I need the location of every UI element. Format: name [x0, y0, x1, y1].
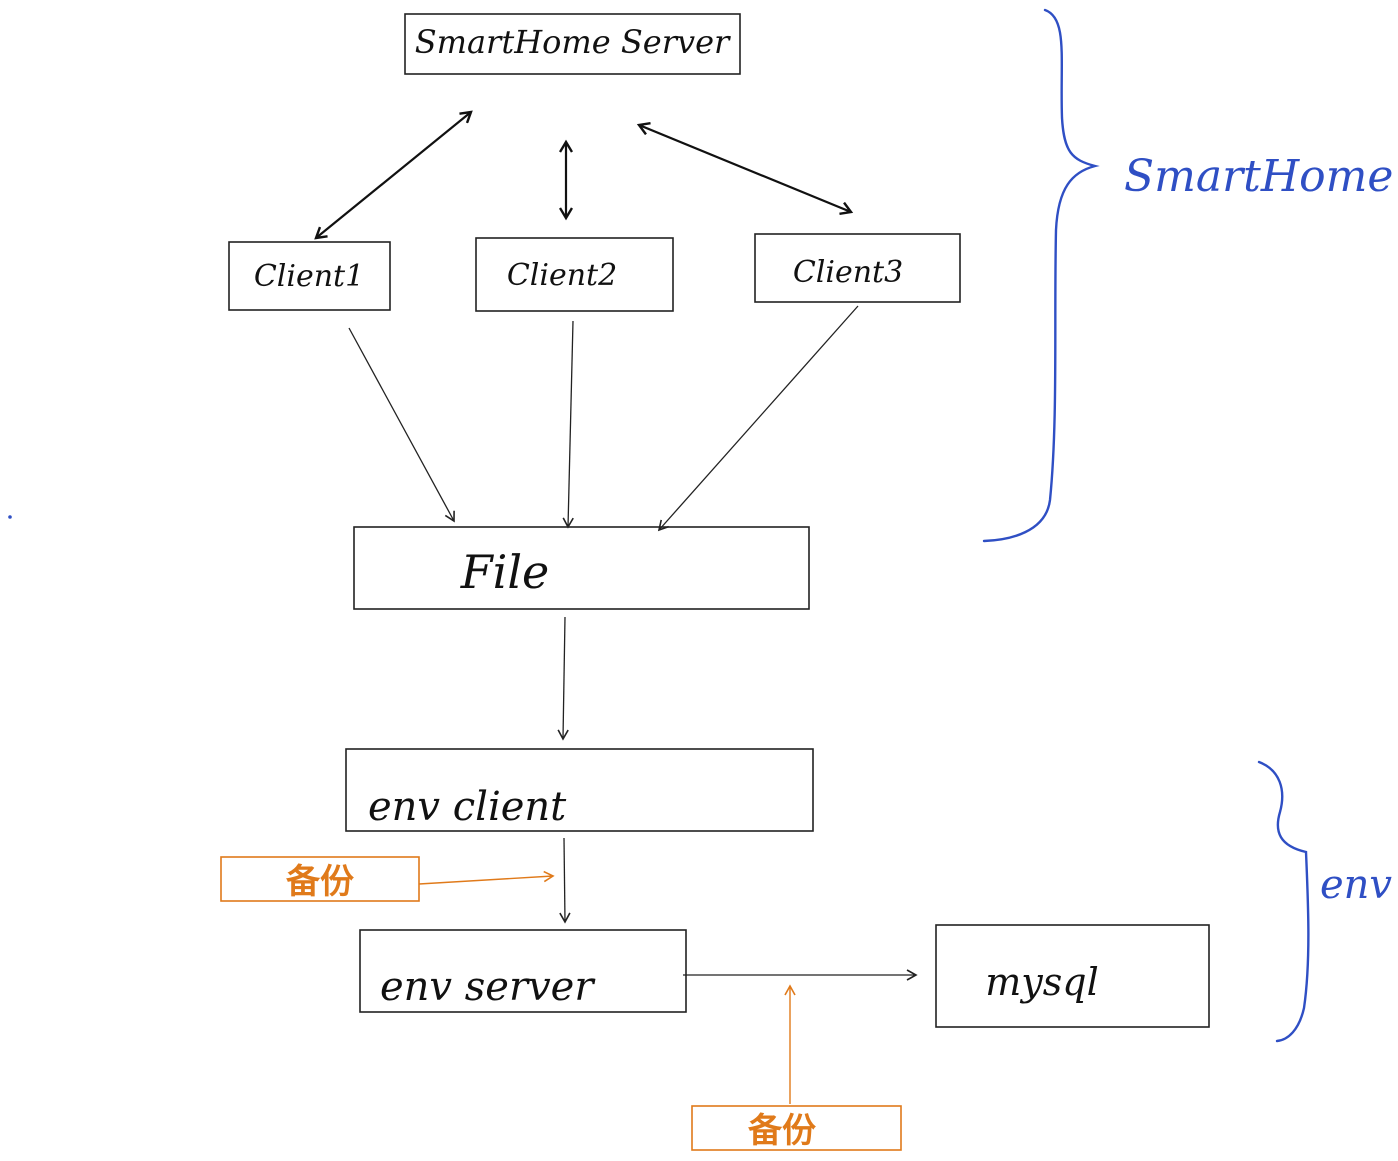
node-client1: Client1	[228, 241, 391, 311]
stray-ink-dot	[8, 515, 12, 519]
note-box	[220, 856, 420, 902]
edge-backup-1	[418, 870, 555, 885]
node-label: env client	[368, 784, 567, 830]
node-client3: Client3	[754, 233, 961, 303]
node-box	[935, 924, 1210, 1028]
edge-client2-file	[562, 320, 574, 529]
node-smarthome-server: SmartHome Server	[404, 13, 741, 75]
node-box	[404, 13, 741, 75]
edge-client3-file	[657, 305, 859, 532]
edge-server-client1	[316, 112, 471, 238]
note-label: 备份	[748, 1111, 816, 1151]
node-box	[345, 748, 814, 832]
node-box	[353, 526, 810, 610]
node-box	[228, 241, 391, 311]
node-env-client: env client	[345, 748, 814, 832]
brace-smart-home	[982, 8, 1100, 543]
node-client2: Client2	[475, 237, 674, 312]
brace-env	[1257, 760, 1310, 1043]
node-label: mysql	[985, 960, 1098, 1004]
node-box	[754, 233, 961, 303]
node-label: SmartHome Server	[415, 23, 731, 61]
node-mysql: mysql	[935, 924, 1210, 1028]
edge-server-client3	[639, 125, 851, 212]
node-label: Client2	[507, 258, 617, 293]
note-box	[691, 1105, 902, 1151]
node-label: Client3	[793, 255, 903, 290]
note-backup-1: 备份	[220, 856, 420, 902]
group-label-smart-home: SmartHome	[1124, 151, 1393, 202]
node-box	[475, 237, 674, 312]
node-label: Client1	[254, 259, 364, 294]
edge-client1-file	[348, 327, 455, 523]
node-env-server: env server	[359, 929, 687, 1013]
edge-file-env-client	[557, 616, 569, 741]
node-box	[359, 929, 687, 1013]
note-label: 备份	[286, 862, 354, 902]
edge-env-client-env-server	[559, 837, 571, 924]
group-label-env: env	[1320, 862, 1392, 908]
node-file: File	[353, 526, 810, 610]
node-label: File	[460, 545, 550, 599]
node-label: env server	[380, 964, 596, 1010]
note-backup-2: 备份	[691, 1105, 902, 1151]
